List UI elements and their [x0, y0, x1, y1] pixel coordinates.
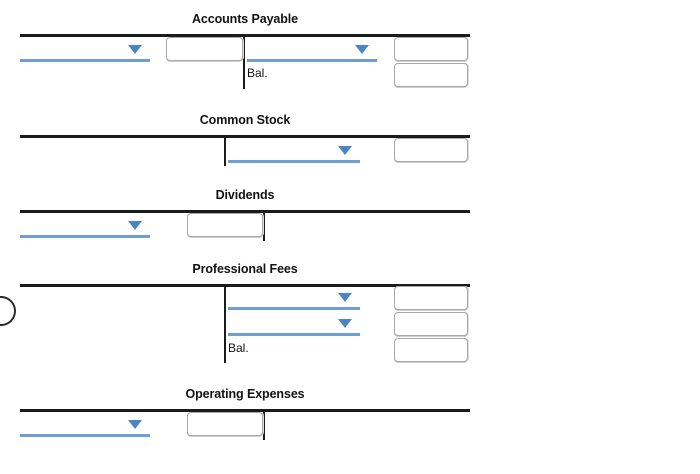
t-account-stem	[263, 213, 265, 241]
chevron-down-icon	[338, 319, 352, 328]
credit-balance-input[interactable]	[394, 63, 468, 87]
credit-amount-input-1[interactable]	[394, 286, 468, 310]
debit-account-dropdown-1[interactable]	[20, 417, 150, 437]
credit-amount-input-1[interactable]	[394, 37, 468, 61]
t-account-top-rule	[20, 409, 470, 412]
t-account-title: Accounts Payable	[191, 12, 299, 26]
t-account-stem	[224, 138, 226, 166]
debit-amount-input-1[interactable]	[187, 213, 263, 237]
credit-account-dropdown-2[interactable]	[228, 316, 360, 336]
credit-amount-input-2[interactable]	[394, 312, 468, 336]
dropdown-underline	[20, 235, 150, 238]
dropdown-underline	[20, 434, 150, 437]
t-account-top-rule	[20, 210, 470, 213]
debit-amount-input-1[interactable]	[187, 412, 263, 436]
dropdown-underline	[228, 333, 360, 336]
t-account-professional-fees: Professional Fees Bal.	[0, 254, 700, 379]
t-account-title: Operating Expenses	[185, 387, 305, 401]
dropdown-underline	[247, 59, 377, 62]
dropdown-underline	[228, 160, 360, 163]
t-account-stem	[243, 37, 245, 89]
dropdown-underline	[20, 59, 150, 62]
chevron-down-icon	[338, 146, 352, 155]
credit-balance-label: Bal.	[247, 66, 268, 80]
dropdown-underline	[228, 307, 360, 310]
t-account-stem	[224, 287, 226, 363]
t-account-title: Common Stock	[199, 113, 291, 127]
t-account-title: Dividends	[215, 188, 275, 202]
credit-amount-input-1[interactable]	[394, 138, 468, 162]
t-account-dividends: Dividends	[0, 180, 700, 254]
debit-account-dropdown-1[interactable]	[20, 218, 150, 238]
t-account-top-rule	[20, 284, 470, 287]
t-account-common-stock: Common Stock	[0, 105, 700, 180]
credit-account-dropdown-1[interactable]	[228, 290, 360, 310]
credit-balance-input[interactable]	[394, 338, 468, 362]
chevron-down-icon	[128, 420, 142, 429]
credit-account-dropdown-1[interactable]	[228, 143, 360, 163]
debit-amount-input-1[interactable]	[166, 37, 243, 61]
credit-account-dropdown-1[interactable]	[247, 42, 377, 62]
chevron-down-icon	[355, 45, 369, 54]
t-account-top-rule	[20, 135, 470, 138]
credit-balance-label: Bal.	[228, 341, 249, 355]
chevron-down-icon	[128, 221, 142, 230]
t-account-stem	[263, 412, 265, 440]
chevron-down-icon	[128, 45, 142, 54]
t-account-accounts-payable: Accounts Payable Bal.	[0, 0, 700, 105]
chevron-down-icon	[338, 293, 352, 302]
t-account-title: Professional Fees	[192, 262, 298, 276]
t-account-operating-expenses: Operating Expenses	[0, 379, 700, 459]
t-account-top-rule	[20, 34, 470, 37]
debit-account-dropdown-1[interactable]	[20, 42, 150, 62]
